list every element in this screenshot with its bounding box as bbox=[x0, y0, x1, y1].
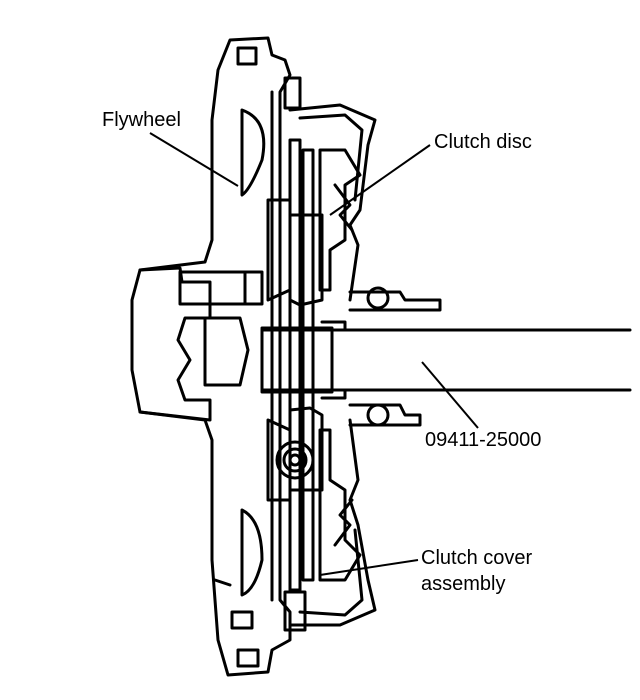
alignment-tool-shaft bbox=[260, 328, 632, 392]
clutch-disc-facing bbox=[288, 138, 302, 592]
tool-leader bbox=[421, 361, 479, 429]
flywheel-cavity-upper bbox=[240, 108, 266, 197]
pressure-plate bbox=[318, 148, 362, 292]
flywheel-bolt bbox=[178, 270, 264, 306]
flywheel-body bbox=[130, 36, 292, 677]
splined-hub bbox=[288, 213, 324, 307]
tool-number-label: 09411-25000 bbox=[425, 429, 542, 451]
flywheel-cavity-lower bbox=[240, 508, 264, 597]
clutch-cover-label-line1: Clutch cover bbox=[421, 547, 533, 569]
clutch-cover bbox=[288, 103, 377, 627]
clutch-disc-leader bbox=[329, 144, 431, 216]
clutch-disc-label: Clutch disc bbox=[434, 131, 532, 153]
top-bolt bbox=[236, 46, 258, 66]
release-bearing-lower bbox=[348, 403, 422, 427]
diaphragm-spring bbox=[333, 183, 354, 232]
flywheel-leader bbox=[149, 132, 239, 187]
crankshaft-hub bbox=[138, 266, 212, 422]
alignment-tool-pilot bbox=[260, 326, 334, 394]
flywheel-label: Flywheel bbox=[102, 109, 181, 131]
crankshaft-nose bbox=[203, 316, 250, 387]
release-bearing-upper bbox=[348, 290, 442, 312]
cover-leader bbox=[319, 559, 419, 576]
clutch-cover-label-line2: assembly bbox=[421, 573, 506, 595]
